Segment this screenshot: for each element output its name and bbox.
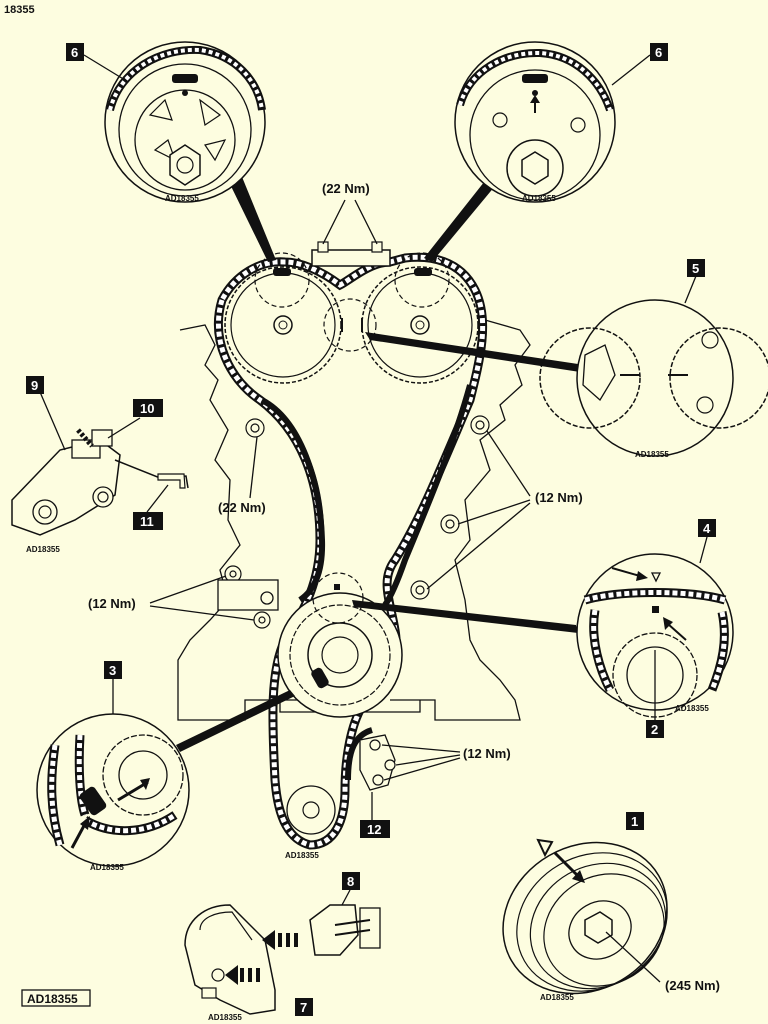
callout-4-label: 4	[703, 521, 711, 536]
detail-3: AD18355	[36, 679, 295, 872]
detail-ref-3: AD18355	[90, 863, 124, 872]
callout-7-label: 7	[300, 1000, 307, 1015]
right-chain-guide	[382, 384, 473, 607]
callout-12-label: 12	[367, 822, 381, 837]
bearing-cap	[311, 241, 391, 267]
torque-left-guide: (22 Nm)	[218, 500, 266, 515]
torque-top-bolts: (22 Nm)	[322, 181, 370, 196]
callout-10	[133, 399, 163, 417]
callout-11-label: 11	[140, 514, 154, 529]
callout-8	[342, 872, 360, 890]
callout-5	[687, 259, 705, 277]
detail-tensioner-9-10-11: AD18355	[11, 391, 189, 554]
guide-bolts	[224, 415, 490, 629]
right-camshaft-sprocket	[361, 266, 479, 384]
callout-7	[295, 998, 313, 1016]
torque-crank-pulley: (245 Nm)	[665, 978, 720, 993]
detail-4: AD18355	[352, 536, 734, 720]
detail-ref-6-right: AD18355	[522, 194, 556, 203]
callout-1	[626, 812, 644, 830]
detail-ref-6-left: AD18355	[165, 194, 199, 203]
crankshaft-sprocket	[277, 592, 403, 718]
detail-5: AD18355	[365, 275, 768, 459]
lower-chain-guide	[345, 727, 396, 791]
callout-6-left	[66, 43, 84, 61]
timing-mark-circle-right	[394, 252, 450, 308]
timing-mark-circle-left	[254, 252, 310, 308]
callout-12	[360, 820, 390, 838]
detail-ref-5: AD18355	[635, 450, 669, 459]
detail-6-right: AD18355	[424, 41, 651, 262]
figure-ref-box	[21, 989, 91, 1007]
callout-9-label: 9	[31, 378, 38, 393]
torque-right-guide: (12 Nm)	[535, 490, 583, 505]
torque-tensioner-left: (12 Nm)	[88, 596, 136, 611]
callout-11	[133, 512, 163, 530]
callout-6-left-label: 6	[71, 45, 78, 60]
detail-6-left: AD18355	[83, 41, 276, 262]
callout-6-right	[650, 43, 668, 61]
chain-tensioner-main	[217, 579, 279, 611]
left-camshaft-sprocket	[224, 266, 342, 384]
callout-2-label: 2	[651, 722, 658, 737]
detail-ref-1: AD18355	[540, 993, 574, 1002]
torque-leaders	[149, 430, 531, 820]
left-chain-guide	[260, 397, 326, 603]
callout-9	[26, 376, 44, 394]
callout-3	[104, 661, 122, 679]
figure-ref-box-label: AD18355	[27, 992, 78, 1006]
callout-2	[646, 720, 664, 738]
callout-1-label: 1	[631, 814, 638, 829]
detail-ref-4: AD18355	[675, 704, 709, 713]
timing-mark-circle-center	[323, 298, 377, 352]
torque-lower-guide: (12 Nm)	[463, 746, 511, 761]
detail-1-crank-pulley: AD18355	[502, 838, 668, 1002]
detail-ref-main: AD18355	[285, 851, 319, 860]
callout-10-label: 10	[140, 401, 154, 416]
callout-8-label: 8	[347, 874, 354, 889]
detail-ref-9: AD18355	[26, 545, 60, 554]
crank-timing-circle	[312, 572, 364, 624]
callout-4	[698, 519, 716, 537]
callout-3-label: 3	[109, 663, 116, 678]
callout-5-label: 5	[692, 261, 699, 276]
oil-pump-sprocket	[286, 785, 336, 835]
figure-ref-top: 18355	[4, 4, 35, 16]
detail-7-8: AD18355	[184, 889, 381, 1022]
detail-ref-7: AD18355	[208, 1013, 242, 1022]
callout-6-right-label: 6	[655, 45, 662, 60]
